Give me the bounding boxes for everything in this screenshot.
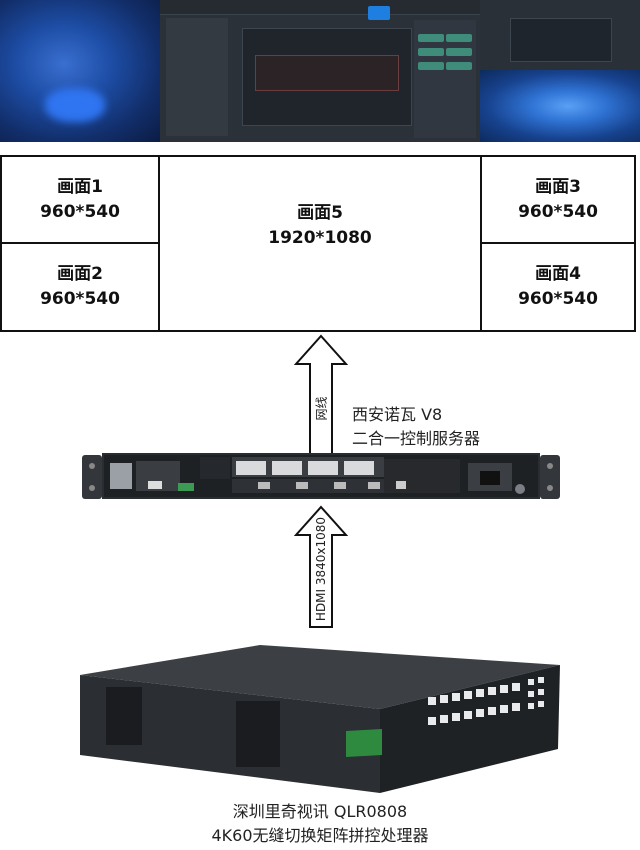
processor-name: 深圳里奇视讯 QLR0808 — [232, 802, 408, 821]
screen-5-resolution: 1920*1080 — [268, 227, 372, 248]
screen-2: 画面2 960*540 — [2, 244, 160, 330]
screenshot-editor-window — [160, 0, 480, 142]
screen-5: 画面5 1920*1080 — [160, 157, 480, 330]
screen-5-name: 画面5 — [297, 202, 343, 223]
display-screenshot — [0, 0, 640, 142]
hdmi-label: HDMI 3840x1080 — [314, 516, 328, 622]
screen-2-resolution: 960*540 — [40, 289, 120, 309]
processor-caption: 深圳里奇视讯 QLR0808 4K60无缝切换矩阵拼控处理器 — [0, 800, 640, 848]
screen-4-resolution: 960*540 — [518, 289, 598, 309]
screenshot-right-display — [480, 0, 640, 142]
processor-description: 4K60无缝切换矩阵拼控处理器 — [211, 826, 429, 845]
network-cable-label: 网线 — [314, 396, 329, 421]
screen-1-resolution: 960*540 — [40, 201, 120, 222]
screen-3: 画面3 960*540 — [480, 157, 634, 244]
screen-2-name: 画面2 — [57, 264, 103, 284]
screen-layout-grid: 画面1 960*540 画面2 960*540 画面5 1920*1080 画面… — [0, 155, 636, 332]
v8-controller-device — [82, 453, 560, 499]
controller-caption: 西安诺瓦 V8 二合一控制服务器 — [352, 403, 480, 451]
controller-name: 西安诺瓦 V8 — [352, 405, 443, 424]
qlr0808-processor-device — [80, 645, 560, 793]
screen-4-name: 画面4 — [535, 264, 581, 284]
screen-1: 画面1 960*540 — [2, 157, 160, 244]
screen-4: 画面4 960*540 — [480, 244, 634, 330]
screen-3-name: 画面3 — [535, 176, 581, 197]
screen-3-resolution: 960*540 — [518, 201, 598, 222]
screenshot-left-display — [0, 0, 160, 142]
hdmi-arrow — [294, 505, 348, 628]
controller-description: 二合一控制服务器 — [352, 429, 481, 448]
screen-1-name: 画面1 — [57, 176, 103, 197]
